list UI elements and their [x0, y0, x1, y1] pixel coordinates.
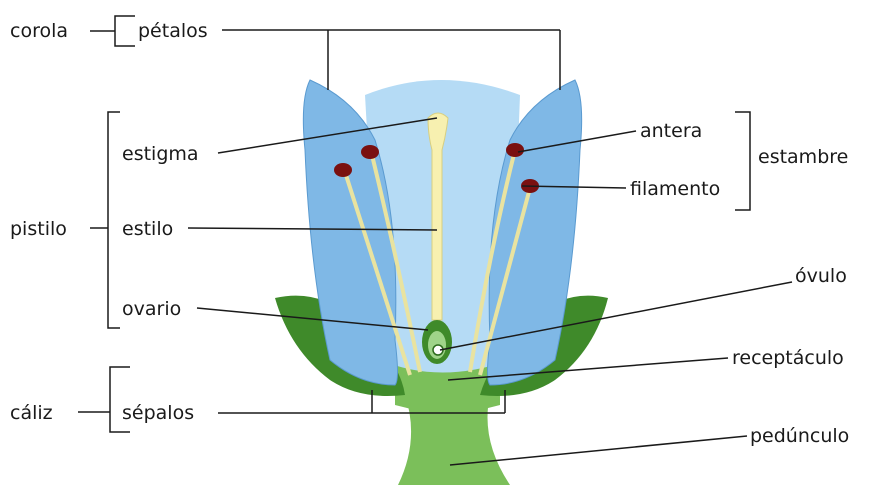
label-caliz: cáliz: [10, 402, 53, 424]
anther-right-1: [506, 143, 524, 157]
corola-bracket: [115, 16, 135, 46]
label-corola: corola: [10, 20, 68, 42]
anther-left-1: [334, 163, 352, 177]
label-pistilo: pistilo: [10, 218, 67, 240]
pedunculo-leader: [450, 436, 747, 465]
petalos-leader: [222, 30, 560, 90]
anther-left-2: [361, 145, 379, 159]
label-estambre: estambre: [758, 146, 848, 168]
label-receptaculo: receptáculo: [732, 347, 844, 369]
label-ovario: ovario: [122, 298, 181, 320]
label-estilo: estilo: [122, 218, 173, 240]
pistilo-bracket: [108, 112, 120, 328]
label-filamento: filamento: [630, 178, 720, 200]
label-sepalos: sépalos: [122, 402, 194, 424]
label-pedunculo: pedúnculo: [750, 425, 849, 447]
label-petalos: pétalos: [138, 20, 208, 42]
label-estigma: estigma: [122, 143, 199, 165]
label-antera: antera: [640, 120, 702, 142]
label-ovulo: óvulo: [795, 265, 847, 287]
estambre-bracket: [735, 112, 750, 210]
